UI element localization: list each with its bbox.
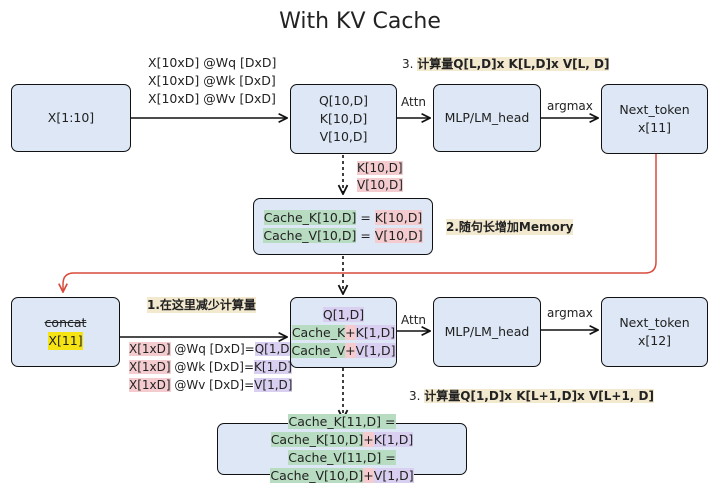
kv-output-labels: K[10,D] V[10,D] — [357, 160, 403, 194]
cache-v-value-top: V[10,D] — [374, 227, 423, 243]
next-token-index-bottom: x[12] — [637, 333, 672, 348]
cache-k-row-top: Cache_K[10,D] = K[10,D] — [263, 209, 423, 225]
compute-note-prefix-top: 3. — [402, 57, 418, 71]
k-output-label: K[10,D] — [357, 161, 403, 175]
v-row-bottom: Cache_V+V[1,D] — [291, 342, 396, 358]
memory-note: 2.随句长增加Memory — [446, 219, 574, 235]
cache-k-row-bottom: Cache_K[11,D] = Cache_K[10,D]+K[1,D] — [270, 414, 414, 447]
k-label-top: K[10,D] — [319, 111, 368, 126]
qkv-box-bottom: Q[1,D] Cache_K+K[1,D] Cache_V+V[1,D] — [290, 297, 397, 368]
k-row-bottom: Cache_K+K[1,D] — [291, 324, 396, 340]
compute-note-text-top: 计算量Q[L,D]x K[L,D]x V[L, D] — [417, 57, 610, 71]
mlp-box-top: MLP/LM_head — [433, 84, 541, 152]
proj-k-row-bottom: X[1xD] @Wk [DxD]=K[1,D] — [129, 360, 292, 374]
proj-q-label: X[10xD] @Wq [DxD] — [148, 55, 277, 70]
q-label-top: Q[10,D] — [318, 93, 369, 108]
q-label-bottom: Q[1,D] — [322, 306, 365, 322]
reduce-compute-note: 1.在这里减少计算量 — [147, 297, 256, 313]
proj-q-row-bottom: X[1xD] @Wq [DxD]=Q[1,D] — [129, 342, 295, 356]
input-label-top: X[1:10] — [47, 110, 95, 125]
next-token-label-bottom: Next_token — [619, 315, 690, 330]
attn-label-top: Attn — [401, 95, 427, 109]
cache-box-top: Cache_K[10,D] = K[10,D] Cache_V[10,D] = … — [253, 198, 433, 255]
qkv-box-top: Q[10,D] K[10,D] V[10,D] — [290, 84, 397, 154]
next-token-box-top: Next_token x[11] — [601, 84, 708, 154]
next-token-label-top: Next_token — [619, 102, 690, 117]
projection-labels-bottom: X[1xD] @Wq [DxD]=Q[1,D] X[1xD] @Wk [DxD]… — [129, 340, 295, 394]
projection-labels-top: X[10xD] @Wq [DxD] X[10xD] @Wk [DxD] X[10… — [148, 54, 276, 108]
cache-k-name-top: Cache_K[10,D] — [263, 209, 357, 225]
attn-label-bottom: Attn — [401, 313, 427, 327]
proj-v-label: X[10xD] @Wv [DxD] — [148, 91, 276, 106]
x11-label: X[11] — [48, 332, 83, 350]
v-label-top: V[10,D] — [319, 129, 368, 144]
cache-v-row-top: Cache_V[10,D] = V[10,D] — [263, 227, 423, 243]
input-box-bottom: concat X[11] — [11, 297, 120, 367]
cache-k-value-top: K[10,D] — [374, 209, 423, 225]
next-token-box-bottom: Next_token x[12] — [601, 297, 708, 367]
page-title: With KV Cache — [279, 9, 441, 34]
input-box-top: X[1:10] — [11, 84, 131, 152]
argmax-label-bottom: argmax — [547, 306, 593, 320]
cache-v-row-bottom: Cache_V[11,D] = Cache_V[10,D]+V[1,D] — [270, 450, 414, 483]
feedback-arrow — [63, 154, 657, 292]
next-token-index-top: x[11] — [637, 120, 672, 135]
concat-label: concat — [44, 315, 87, 330]
compute-note-prefix-bottom: 3. — [409, 389, 425, 403]
proj-k-label: X[10xD] @Wk [DxD] — [148, 73, 276, 88]
cache-v-name-top: Cache_V[10,D] — [263, 227, 357, 243]
v-output-label: V[10,D] — [357, 178, 403, 192]
compute-note-bottom: 3. 计算量Q[1,D]x K[L+1,D]x V[L+1, D] — [409, 388, 654, 404]
compute-note-text-bottom: 计算量Q[1,D]x K[L+1,D]x V[L+1, D] — [424, 389, 654, 403]
mlp-label-bottom: MLP/LM_head — [444, 324, 530, 339]
compute-note-top: 3. 计算量Q[L,D]x K[L,D]x V[L, D] — [402, 56, 610, 72]
mlp-label-top: MLP/LM_head — [444, 110, 530, 125]
cache-box-bottom: Cache_K[11,D] = Cache_K[10,D]+K[1,D] Cac… — [217, 414, 467, 483]
mlp-box-bottom: MLP/LM_head — [433, 297, 541, 367]
argmax-label-top: argmax — [547, 99, 593, 113]
proj-v-row-bottom: X[1xD] @Wv [DxD]=V[1,D] — [129, 378, 293, 392]
